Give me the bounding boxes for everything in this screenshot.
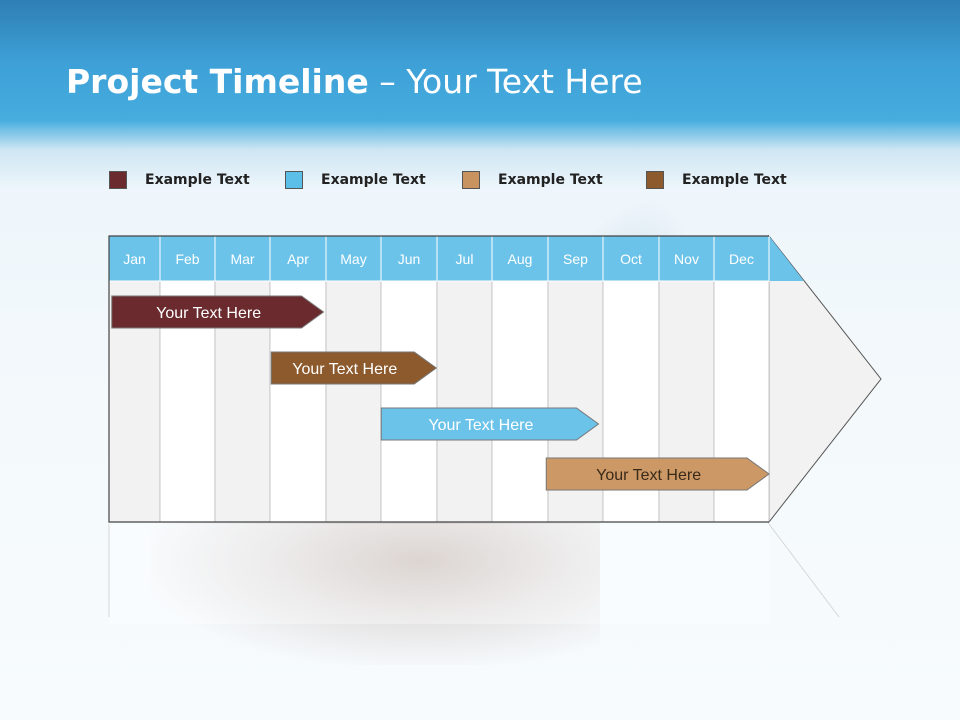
legend-label-1: Example Text	[145, 172, 250, 188]
month-header-feb	[159, 235, 216, 282]
month-header-oct	[602, 235, 660, 282]
legend-swatch-4	[646, 171, 664, 189]
month-label: Dec	[729, 251, 754, 267]
month-header-dec	[713, 235, 770, 282]
month-column-jun	[380, 280, 438, 523]
legend-swatch-1	[109, 171, 127, 189]
legend-item-3: Example Text	[462, 170, 603, 190]
slide-title: Project Timeline – Your Text Here	[66, 60, 643, 104]
task-bar-2	[270, 351, 438, 385]
timeline-border	[108, 235, 769, 523]
month-label: Mar	[230, 251, 254, 267]
month-label: Feb	[175, 251, 199, 267]
month-label: Jun	[398, 251, 421, 267]
task-label-3: Your Text Here	[428, 417, 533, 434]
legend-swatch-3	[462, 171, 480, 189]
month-header-aug	[491, 235, 549, 282]
month-label: May	[340, 251, 366, 267]
task-bar-1	[111, 295, 325, 329]
month-column-may	[325, 280, 382, 523]
decorative-coconut-image	[150, 505, 600, 665]
month-label: Aug	[508, 251, 533, 267]
month-label: Jul	[456, 251, 474, 267]
legend-item-1: Example Text	[109, 170, 250, 190]
title-bold: Project Timeline	[66, 62, 369, 101]
task-label-2: Your Text Here	[292, 361, 397, 378]
title-rest: – Your Text Here	[368, 62, 643, 101]
task-bar-3	[380, 407, 600, 441]
month-label: Nov	[674, 251, 699, 267]
task-label-1: Your Text Here	[156, 305, 261, 322]
month-label: Oct	[620, 251, 642, 267]
legend-item-2: Example Text	[285, 170, 426, 190]
legend-label-3: Example Text	[498, 172, 603, 188]
month-header-jul	[436, 235, 493, 282]
arrow-header-triangle	[769, 236, 804, 281]
month-label: Sep	[563, 251, 588, 267]
month-header-jun	[380, 235, 438, 282]
legend-swatch-2	[285, 171, 303, 189]
month-column-aug	[491, 280, 549, 523]
legend-label-4: Example Text	[682, 172, 787, 188]
month-label: Jan	[123, 251, 146, 267]
legend-label-2: Example Text	[321, 172, 426, 188]
reflection-edge-right	[768, 523, 840, 618]
task-label-4: Your Text Here	[596, 467, 701, 484]
month-header-nov	[658, 235, 715, 282]
legend-item-4: Example Text	[646, 170, 787, 190]
task-bar-4	[545, 457, 770, 491]
timeline-reflection	[109, 524, 769, 624]
month-header-sep	[547, 235, 604, 282]
month-label: Apr	[287, 251, 309, 267]
month-column-jul	[436, 280, 493, 523]
